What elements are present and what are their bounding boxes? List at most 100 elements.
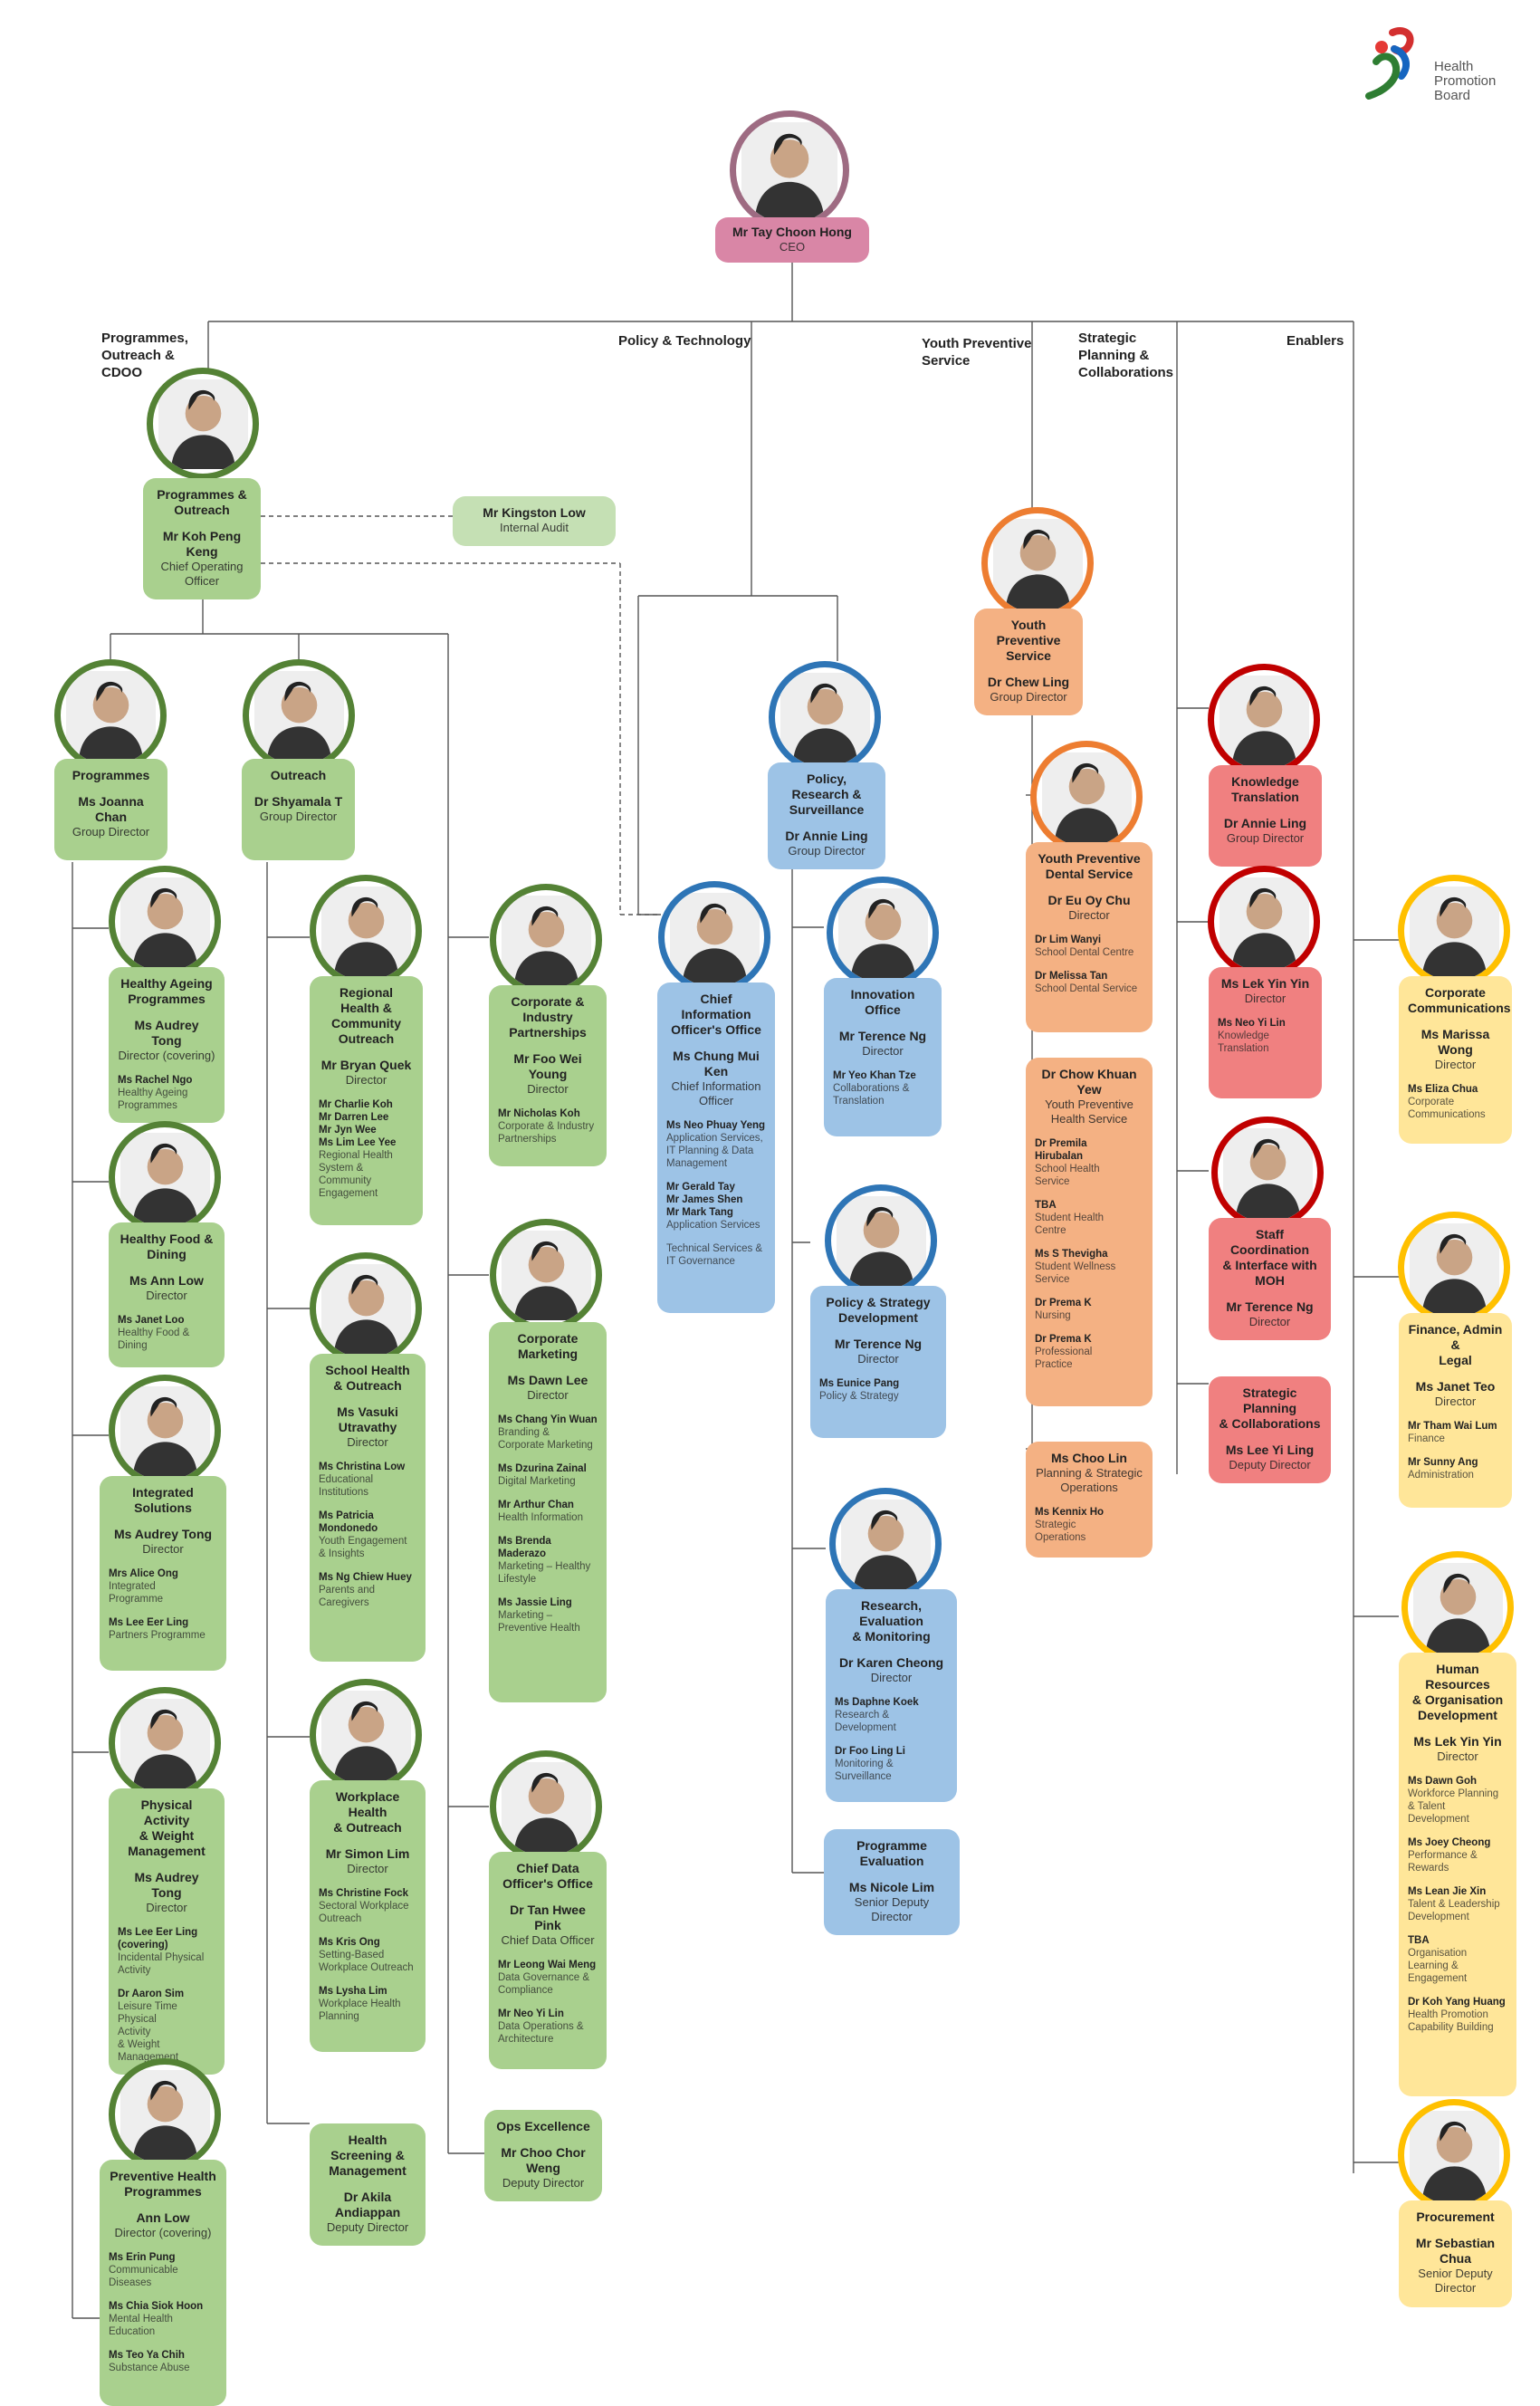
sub-role: Health Information xyxy=(498,1512,583,1523)
sub-person-name: Dr Aaron Sim xyxy=(118,1989,185,1999)
node-role: Director (covering) xyxy=(118,1049,215,1062)
sub-role: Mental Health Education xyxy=(109,2314,173,2337)
person-photo-policy-research-surveillance xyxy=(769,661,881,773)
person-silhouette-icon xyxy=(120,1698,210,1788)
node-role: Director xyxy=(1437,1749,1478,1763)
sub-role: Collaborations & Translation xyxy=(833,1083,910,1107)
person-photo-school-health-outreach xyxy=(310,1252,422,1365)
node-person-name: Ms Joanna Chan xyxy=(78,794,144,824)
sub-person-name: Mr Gerald Tay Mr James Shen Mr Mark Tang xyxy=(666,1182,743,1218)
node-title: Procurement xyxy=(1416,2209,1495,2224)
person-photo-regional-health-community-outreach xyxy=(310,875,422,987)
sub-person-name: Ms Dawn Goh xyxy=(1408,1776,1478,1787)
sub-role: Student Health Centre xyxy=(1035,1213,1105,1236)
sub-role: Finance xyxy=(1408,1433,1445,1444)
node-title: Human Resources & Organisation Developme… xyxy=(1411,1662,1504,1722)
person-photo-innovation-office xyxy=(827,877,939,989)
node-title: Staff Coordination & Interface with MOH xyxy=(1222,1227,1317,1288)
node-sub-entry: Technical Services & IT Governance xyxy=(666,1242,766,1268)
sub-person-name: Ms Chang Yin Wuan xyxy=(498,1414,598,1425)
person-silhouette-icon xyxy=(120,2069,210,2160)
node-person-name: Ms Audrey Tong xyxy=(134,1870,199,1900)
org-node-human-resources-organisation-development[interactable]: Human Resources & Organisation Developme… xyxy=(1399,1653,1516,2096)
sub-role: Strategic Operations xyxy=(1035,1519,1086,1543)
node-person-name: Dr Akila Andiappan xyxy=(334,2190,401,2219)
sub-person-name: Ms Lysha Lim xyxy=(319,1986,387,1997)
node-title: Healthy Food & Dining xyxy=(120,1232,214,1261)
node-role: Group Director xyxy=(259,810,338,823)
node-role: Director xyxy=(527,1388,569,1402)
sub-role: Partners Programme xyxy=(109,1630,206,1641)
sub-role: Health Promotion Capability Building xyxy=(1408,2009,1494,2033)
sub-person-name: Ms Eunice Pang xyxy=(819,1378,900,1389)
logo-text-line1: Health xyxy=(1434,59,1474,74)
branch-label-policy: Policy & Technology xyxy=(618,333,751,349)
sub-person-name: Dr Foo Ling Li xyxy=(835,1746,905,1757)
node-title: Ms Choo Lin xyxy=(1051,1451,1127,1465)
sub-role: Sectoral Workplace Outreach xyxy=(319,1901,409,1924)
logo-text-line3: Board xyxy=(1434,88,1471,103)
node-person-name: Mr Koh Peng Keng xyxy=(162,529,242,559)
person-photo-knowledge-translation xyxy=(1208,664,1320,776)
node-sub-entry: Ms Lee Eer Ling (covering)Incidental Phy… xyxy=(118,1926,215,1977)
node-person-name: Ms Lek Yin Yin xyxy=(1413,1734,1502,1749)
node-role: Chief Operating Officer xyxy=(160,560,244,588)
node-person-name: Mr Terence Ng xyxy=(834,1337,923,1351)
node-person-name: Mr Kingston Low xyxy=(483,505,586,520)
sub-person-name: Ms Eliza Chua xyxy=(1408,1084,1478,1095)
person-silhouette-icon xyxy=(320,1690,411,1780)
sub-role: Application Services, IT Planning & Data… xyxy=(666,1133,763,1169)
sub-person-name: Ms Daphne Koek xyxy=(835,1697,919,1708)
person-silhouette-icon xyxy=(1409,1222,1499,1313)
sub-person-name: Mr Yeo Khan Tze xyxy=(833,1070,916,1081)
node-person-name: Ms Chung Mui Ken xyxy=(673,1049,760,1078)
node-role: Youth Preventive Health Service xyxy=(1045,1098,1133,1126)
node-person-name: Mr Terence Ng xyxy=(838,1029,927,1043)
node-person-name: Ms Lee Yi Ling xyxy=(1225,1443,1315,1457)
sub-role: Marketing – Healthy Lifestyle xyxy=(498,1561,591,1585)
